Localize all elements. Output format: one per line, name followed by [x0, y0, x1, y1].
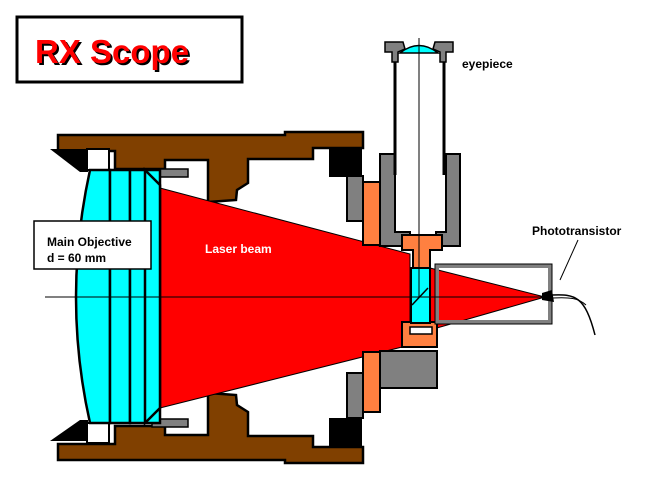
title-shadow: RX Scope: [37, 35, 191, 72]
phototransistor-body: [542, 290, 554, 302]
beamsplitter-mount-slot: [409, 326, 433, 335]
lower-retainer-block: [86, 422, 110, 444]
lower-housing: [56, 391, 365, 465]
lower-outer-gray-ring: [346, 372, 364, 419]
eyepiece-gray-housing-right: [435, 153, 461, 247]
eyepiece-tube: [384, 41, 454, 175]
eyepiece-cap-right: [432, 41, 454, 63]
upper-rear-block: [329, 147, 362, 177]
lower-orange-flange: [362, 351, 381, 413]
upper-retainer-block: [86, 148, 110, 171]
phototransistor-lead: [551, 294, 596, 336]
lower-rear-block: [329, 418, 362, 448]
laser-beam-label: Laser beam: [205, 242, 272, 256]
lower-gray-box: [379, 350, 438, 389]
upper-orange-flange: [362, 181, 381, 246]
upper-outer-gray-ring: [346, 175, 364, 222]
phototransistor-leader-line: [559, 239, 579, 281]
title-frame: [15, 15, 244, 84]
title-text: RX Scope: [35, 33, 189, 70]
phototransistor-label: Phototransistor: [532, 224, 622, 238]
objective-label-line1: Main Objective: [47, 235, 132, 249]
phototransistor-lead-2: [551, 297, 587, 306]
objective-label-line2: d = 60 mm: [47, 251, 106, 265]
title-box: RX Scope RX Scope: [15, 15, 244, 84]
lower-retainer-wedge: [50, 420, 88, 441]
eyepiece-label: eyepiece: [462, 57, 513, 71]
upper-retainer-wedge: [50, 149, 88, 172]
eyepiece-cap-left: [384, 41, 406, 63]
objective-label-box: Main Objective d = 60 mm: [33, 220, 152, 270]
